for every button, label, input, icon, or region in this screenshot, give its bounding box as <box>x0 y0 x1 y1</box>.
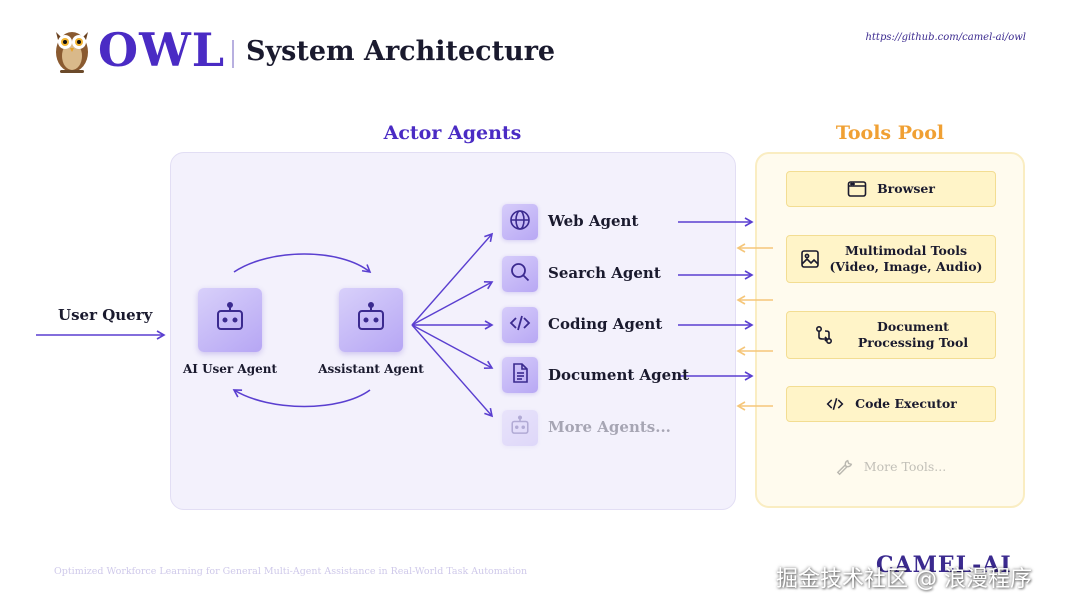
code-icon <box>825 395 845 413</box>
tool-browser[interactable]: Browser <box>786 171 996 207</box>
tool-code-executor-label: Code Executor <box>855 396 957 411</box>
tool-document-label-line1: Document <box>877 319 949 334</box>
tool-more[interactable]: More Tools... <box>786 454 996 480</box>
tool-browser-label: Browser <box>877 181 935 196</box>
search-agent-icon-box[interactable] <box>502 256 538 292</box>
tool-code-executor[interactable]: Code Executor <box>786 386 996 422</box>
footer-caption: Optimized Workforce Learning for General… <box>54 566 528 577</box>
browser-window-icon <box>847 180 867 198</box>
user-to-assistant-arrow <box>233 253 372 274</box>
robot-icon <box>213 301 247 339</box>
ai-user-agent-node[interactable] <box>198 288 262 352</box>
more-agents-icon-box[interactable] <box>502 410 538 446</box>
assistant-to-user-arrow <box>232 389 371 408</box>
fanout-arrow-search <box>411 280 494 326</box>
actor-agents-panel <box>170 152 736 510</box>
owl-logo-text: OWL <box>98 23 226 77</box>
tool-multimodal[interactable]: Multimodal Tools (Video, Image, Audio) <box>786 235 996 283</box>
fanout-arrow-more <box>411 324 494 418</box>
camel-ai-logo: CAMEL-AI <box>876 552 1012 578</box>
web-agent-icon-box[interactable] <box>502 204 538 240</box>
code-icon <box>509 312 531 338</box>
tool-multimodal-label-line1: Multimodal Tools <box>844 243 967 258</box>
fanout-arrow-web <box>411 232 494 326</box>
tool-more-label: More Tools... <box>863 459 947 474</box>
watermark: 掘金技术社区 @ 浪漫程序 <box>776 567 1032 592</box>
tool-multimodal-label-line2: (Video, Image, Audio) <box>829 259 983 274</box>
user-query-label: User Query <box>58 306 153 324</box>
web-agent-label: Web Agent <box>548 212 639 230</box>
ai-user-agent-label: AI User Agent <box>182 362 278 376</box>
git-compare-icon <box>814 325 834 345</box>
tool-document-label-line2: Processing Tool <box>857 335 969 350</box>
search-icon <box>509 261 531 287</box>
assistant-agent-node[interactable] <box>339 288 403 352</box>
wrench-icon <box>836 458 854 476</box>
document-agent-icon-box[interactable] <box>502 357 538 393</box>
coding-agent-icon-box[interactable] <box>502 307 538 343</box>
tools-pool-heading: Tools Pool <box>835 122 945 144</box>
document-agent-label: Document Agent <box>548 366 690 384</box>
actor-agents-heading: Actor Agents <box>383 122 522 144</box>
fanout-arrow-document <box>411 324 494 370</box>
image-icon <box>800 249 820 269</box>
document-icon <box>509 362 531 388</box>
search-agent-label: Search Agent <box>548 264 661 282</box>
assistant-agent-label: Assistant Agent <box>318 362 424 376</box>
more-agents-label: More Agents... <box>548 418 671 436</box>
page-title: System Architecture <box>246 36 556 67</box>
robot-icon <box>354 301 388 339</box>
header-divider <box>232 40 234 68</box>
globe-icon <box>509 209 531 235</box>
coding-agent-label: Coding Agent <box>548 315 663 333</box>
tool-document-processing[interactable]: Document Processing Tool <box>786 311 996 359</box>
robot-icon <box>509 415 531 441</box>
owl-logo-icon <box>52 22 92 74</box>
repo-link[interactable]: https://github.com/camel-ai/owl <box>865 32 1026 43</box>
